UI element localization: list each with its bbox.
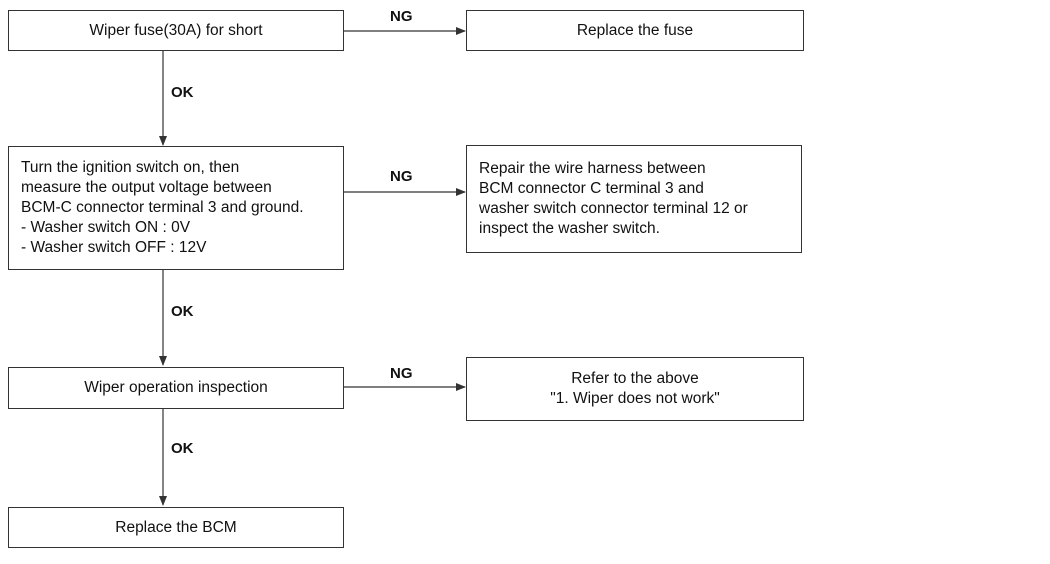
ng-label-2: NG — [390, 168, 413, 185]
ng-label-3: NG — [390, 365, 413, 382]
step-repair-harness-line-4: inspect the washer switch. — [479, 220, 660, 237]
step-wiper-fuse-text: Wiper fuse(30A) for short — [89, 21, 263, 39]
step-measure-voltage-line-3: BCM-C connector terminal 3 and ground. — [21, 199, 304, 216]
step-replace-bcm: Replace the BCM — [8, 507, 344, 548]
step-refer-above-line-1: Refer to the above — [571, 370, 699, 387]
ok-label-3: OK — [171, 440, 194, 457]
step-repair-harness-line-2: BCM connector C terminal 3 and — [479, 180, 704, 197]
step-measure-voltage-line-4: - Washer switch ON : 0V — [21, 219, 191, 236]
step-measure-voltage-line-5: - Washer switch OFF : 12V — [21, 239, 207, 256]
ok-label-1: OK — [171, 84, 194, 101]
step-refer-above: Refer to the above "1. Wiper does not wo… — [466, 357, 804, 421]
ng-label-1: NG — [390, 8, 413, 25]
step-replace-fuse: Replace the fuse — [466, 10, 804, 51]
step-replace-fuse-text: Replace the fuse — [576, 21, 694, 39]
step-measure-voltage-line-2: measure the output voltage between — [21, 179, 272, 196]
step-wiper-operation-text: Wiper operation inspection — [84, 379, 268, 396]
ok-label-2: OK — [171, 303, 194, 320]
step-repair-harness-line-1: Repair the wire harness between — [479, 160, 706, 177]
step-replace-bcm-text: Replace the BCM — [115, 518, 237, 536]
step-wiper-operation: Wiper operation inspection — [8, 367, 344, 409]
step-repair-harness: Repair the wire harness between BCM conn… — [466, 145, 802, 253]
step-measure-voltage-line-1: Turn the ignition switch on, then — [21, 159, 240, 176]
step-wiper-fuse: Wiper fuse(30A) for short — [8, 10, 344, 51]
step-refer-above-line-2: "1. Wiper does not work" — [550, 390, 720, 407]
step-measure-voltage: Turn the ignition switch on, then measur… — [8, 146, 344, 270]
step-repair-harness-line-3: washer switch connector terminal 12 or — [479, 200, 748, 217]
